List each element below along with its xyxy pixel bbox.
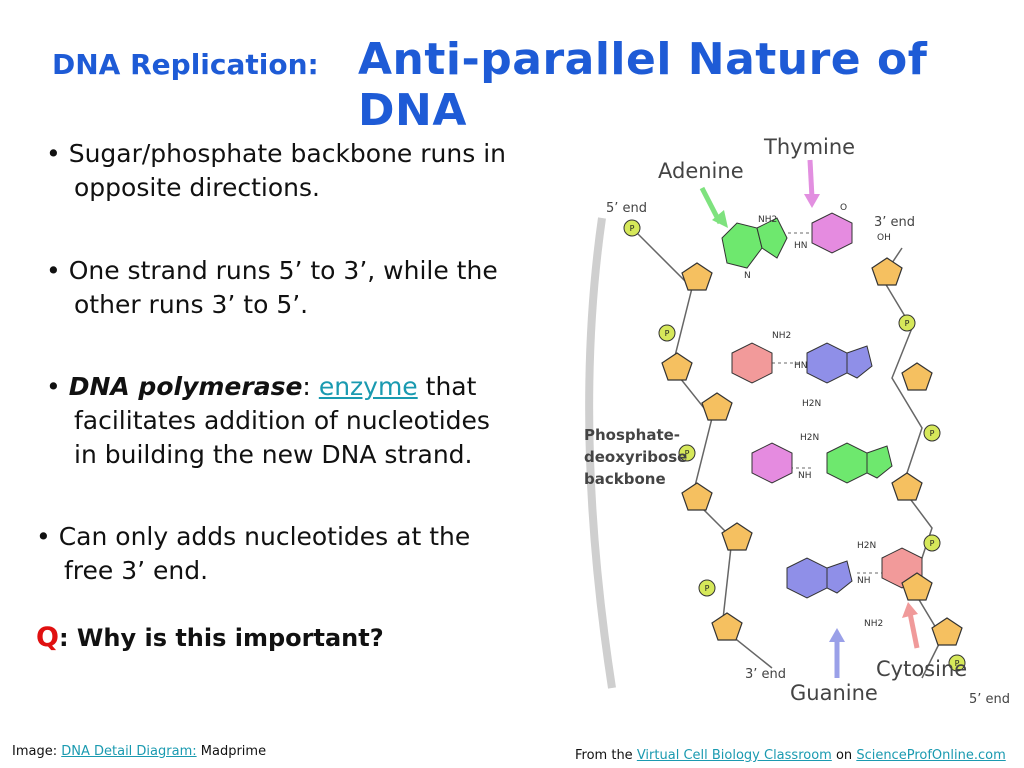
bullet-text-line2: facilitates addition of nucleotides — [74, 406, 490, 435]
image-credit-author: Madprime — [200, 744, 267, 759]
atom-label: NH2 — [864, 619, 883, 629]
atom-label: H2N — [857, 541, 876, 551]
right-backbone-line — [881, 247, 943, 679]
atom-label: HN — [794, 361, 808, 371]
bullet-text-line2: free 3’ end. — [64, 556, 209, 585]
bullet-marker: • — [46, 256, 61, 285]
source-credit: From the Virtual Cell Biology Classroom … — [575, 748, 1006, 763]
phosphate-label: P — [665, 329, 670, 338]
cytosine-arrow-head — [902, 602, 918, 618]
adenine-arrow-head — [712, 210, 728, 228]
atom-label: NH — [798, 471, 812, 481]
guanine-arrow-head — [829, 628, 845, 642]
bullet-free-3-end: • Can only adds nucleotides at the free … — [36, 520, 536, 588]
backbone-label-line3: backbone — [584, 470, 666, 488]
thymine-label: Thymine — [763, 135, 855, 159]
sugars — [661, 257, 963, 646]
phosphates — [623, 219, 966, 672]
three-prime-end-top: 3’ end — [874, 215, 915, 230]
thymine-arrow — [807, 159, 815, 199]
bullet-text-line2: opposite directions. — [74, 173, 320, 202]
hydrogen-bonds — [772, 232, 887, 574]
cytosine-base-1 — [731, 342, 773, 384]
bullet-text-line2: other runs 3’ to 5’. — [74, 290, 309, 319]
backbone-bracket — [585, 217, 616, 689]
phosphate-label: P — [905, 319, 910, 328]
phosphate-label: P — [930, 539, 935, 548]
bullet-marker: • — [46, 139, 61, 168]
guanine-label: Guanine — [790, 681, 878, 705]
phosphate-label: P — [955, 659, 960, 668]
question-letter: Q — [36, 622, 59, 653]
guanine-ring-1 — [846, 345, 873, 379]
dna-diagram: P P P P P P P P NH2 HN O OH NH2 HN H2N H… — [584, 135, 1010, 707]
bullet-dna-polymerase: • DNA polymerase: enzyme that facilitate… — [46, 370, 546, 472]
adenine-ring — [756, 217, 788, 259]
bullet-text-after: that — [425, 372, 477, 401]
three-prime-end-bottom: 3’ end — [745, 667, 786, 682]
image-credit-label: Image: — [12, 744, 58, 759]
source-from-label: From the — [575, 748, 633, 763]
bullet-backbone: • Sugar/phosphate backbone runs in oppos… — [46, 137, 546, 205]
dna-detail-diagram-link[interactable]: DNA Detail Diagram: — [61, 744, 197, 759]
atom-label: NH2 — [758, 215, 777, 225]
term-separator: : — [302, 372, 311, 401]
enzyme-link[interactable]: enzyme — [318, 372, 418, 401]
atom-label: NH2 — [772, 331, 791, 341]
bullet-marker: • — [36, 522, 51, 551]
guanine-base-1 — [806, 342, 848, 384]
image-credit: Image: DNA Detail Diagram: Madprime — [12, 744, 266, 759]
backbone-label-line2: deoxyribose — [584, 448, 687, 466]
cytosine-label: Cytosine — [876, 657, 967, 681]
atom-label: H2N — [800, 433, 819, 443]
cytosine-arrow — [907, 612, 920, 649]
title-prefix: DNA Replication: — [52, 48, 319, 81]
question: Q: Why is this important? — [36, 622, 384, 653]
phosphate-label: P — [705, 584, 710, 593]
phosphate-label: P — [685, 449, 690, 458]
term-dna-polymerase: DNA polymerase — [68, 372, 303, 401]
question-text: : Why is this important? — [58, 624, 384, 652]
five-prime-end-bottom: 5’ end — [969, 692, 1010, 707]
atom-label: O — [840, 203, 847, 213]
diagram-labels: Adenine Thymine Cytosine Guanine 5’ end … — [584, 135, 1010, 707]
adenine-base-2 — [826, 442, 868, 484]
bullet-marker: • — [46, 372, 61, 401]
atom-label: OH — [877, 233, 891, 243]
thymine-base — [811, 212, 853, 254]
atom-label: H2N — [802, 399, 821, 409]
source-on-label: on — [835, 748, 853, 763]
five-prime-end-top: 5’ end — [606, 201, 647, 216]
slide-title: Anti-parallel Nature of DNA — [358, 34, 928, 136]
phosphate-label: P — [630, 224, 635, 233]
left-backbone-line — [631, 227, 773, 669]
atom-labels: NH2 HN O OH NH2 HN H2N H2N NH H2N NH NH2… — [744, 203, 891, 629]
bullet-text-line3: in building the new DNA strand. — [74, 440, 473, 469]
guanine-ring-2 — [826, 560, 853, 594]
scienceprofonline-link[interactable]: ScienceProfOnline.com — [856, 748, 1006, 763]
adenine-label: Adenine — [658, 159, 744, 183]
atom-label: HN — [794, 241, 808, 251]
thymine-arrow-head — [804, 194, 820, 208]
adenine-ring-2 — [866, 445, 893, 479]
atom-label: NH — [857, 576, 871, 586]
adenine-base — [721, 222, 763, 269]
bullet-text-line1: Can only adds nucleotides at the — [58, 522, 471, 551]
thymine-base-2 — [751, 442, 793, 484]
virtual-cell-biology-link[interactable]: Virtual Cell Biology Classroom — [636, 748, 832, 763]
phosphate-label: P — [930, 429, 935, 438]
bullet-text-line1: One strand runs 5’ to 3’, while the — [68, 256, 498, 285]
atom-label: N — [744, 271, 751, 281]
bullet-strand-direction: • One strand runs 5’ to 3’, while the ot… — [46, 254, 546, 322]
bullet-text-line1: Sugar/phosphate backbone runs in — [68, 139, 506, 168]
guanine-base-2 — [786, 557, 828, 599]
backbone-label-line1: Phosphate- — [584, 426, 680, 444]
phosphate-labels: P P P P P P P P — [630, 224, 960, 668]
